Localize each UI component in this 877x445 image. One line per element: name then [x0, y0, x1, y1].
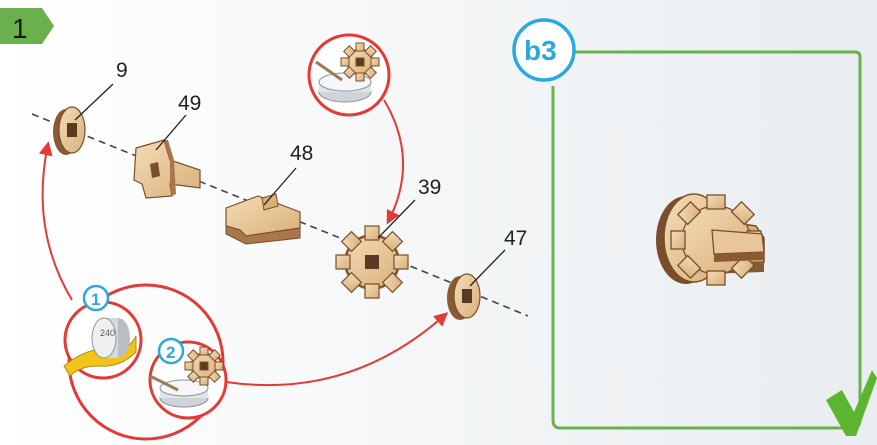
leader-49	[155, 114, 187, 151]
label-part-9: 9	[116, 59, 128, 82]
label-part-39: 39	[418, 176, 441, 199]
label-part-49: 49	[178, 92, 201, 115]
step-number: 1	[12, 13, 28, 44]
checkmark-icon	[826, 370, 877, 436]
sandpaper-circle: 240	[63, 300, 143, 380]
assembled-module	[656, 193, 765, 286]
label-part-47: 47	[504, 227, 527, 250]
arrow-to-part-47	[225, 312, 449, 387]
part-48-key	[225, 193, 301, 245]
leader-47	[469, 249, 506, 287]
substep-2-label: 2	[166, 343, 175, 362]
label-part-48: 48	[290, 142, 313, 165]
part-49-cross	[133, 139, 201, 199]
part-9-washer	[53, 106, 86, 155]
result-panel: b3	[512, 18, 877, 436]
substep-2-badge	[157, 337, 185, 365]
part-39-gear	[335, 225, 409, 299]
substep-1-label: 1	[91, 290, 100, 309]
arrow-to-part-9	[38, 141, 73, 301]
assembly-axis-end	[469, 291, 529, 317]
svg-text:240: 240	[100, 328, 115, 338]
glue-gear-circle-top	[307, 33, 391, 117]
substep-1-badge	[82, 284, 110, 312]
result-badge	[512, 18, 576, 82]
step-badge: 1	[0, 8, 54, 44]
part-47-washer	[447, 273, 481, 320]
leader-9	[74, 83, 114, 121]
leader-48	[263, 167, 297, 206]
result-badge-label: b3	[524, 35, 557, 66]
arrow-to-part-39	[383, 99, 404, 225]
